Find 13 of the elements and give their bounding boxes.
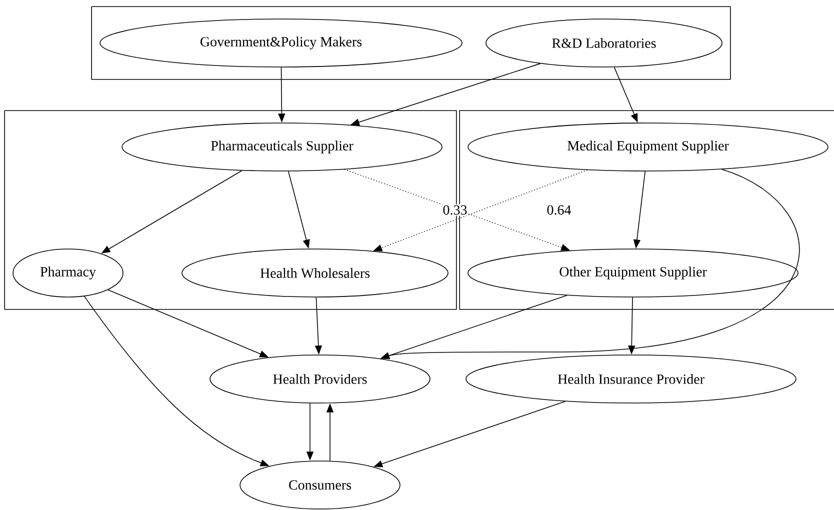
cluster-box (91, 6, 731, 80)
ellipse-node: Health Insurance Provider (466, 354, 796, 404)
ellipse-node: Pharmaceuticals Supplier (122, 122, 442, 172)
ellipse-node: Medical Equipment Supplier (468, 122, 828, 172)
ellipse-node: Health Wholesalers (182, 248, 448, 298)
ellipse-node: Pharmacy (12, 248, 124, 298)
ellipse-node: Consumers (240, 460, 400, 510)
ellipse-node: Health Providers (210, 354, 430, 404)
ellipse-node: Other Equipment Supplier (468, 248, 798, 298)
ellipse-node: R&D Laboratories (486, 18, 722, 68)
edge-label: 0.64 (546, 204, 572, 216)
ellipse-node: Government&Policy Makers (100, 18, 462, 68)
edge-label: 0.33 (442, 204, 468, 216)
